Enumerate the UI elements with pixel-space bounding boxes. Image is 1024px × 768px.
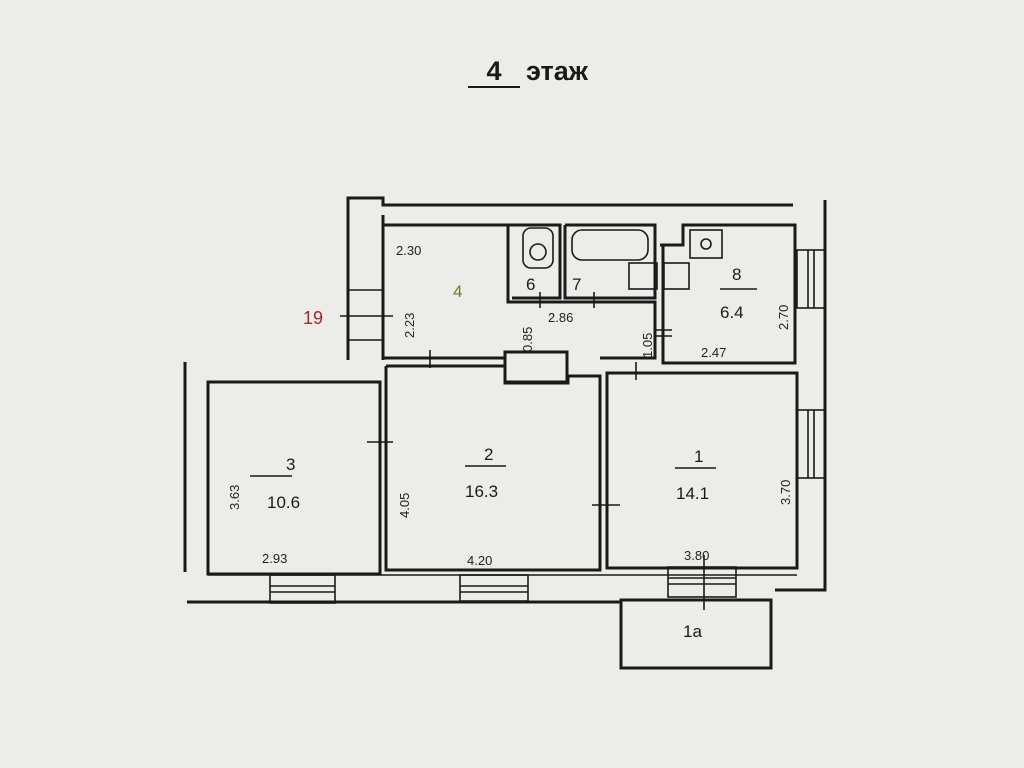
room-6 [508, 223, 562, 308]
room-8-width: 2.47 [701, 345, 726, 360]
room-1a-balcony [619, 598, 773, 670]
room-3-width: 2.93 [262, 551, 287, 566]
room-2 [384, 350, 602, 602]
stair-label: 19 [303, 308, 323, 328]
room-8-number: 8 [732, 265, 741, 284]
floor-word: этаж [526, 56, 588, 86]
floor-number: 4 [468, 56, 520, 88]
room-4-corridor-width: 0.85 [520, 327, 535, 352]
room-7 [563, 223, 658, 308]
room-2-width: 4.20 [467, 553, 492, 568]
room-3-number: 3 [286, 455, 295, 474]
room-8-area: 6.4 [720, 303, 744, 322]
room-4 [381, 223, 657, 384]
room-4-width: 2.30 [396, 243, 421, 258]
room-4-number: 4 [453, 282, 462, 301]
room-1-area: 14.1 [676, 484, 709, 503]
room-8-height: 2.70 [776, 305, 791, 330]
room-3-height: 3.63 [227, 485, 242, 510]
room-3-area: 10.6 [267, 493, 300, 512]
room-4-passage-width: 1.05 [640, 333, 655, 358]
room-1-width: 3.80 [684, 548, 709, 563]
room-1a-number: 1а [683, 622, 702, 641]
room-2-height: 4.05 [397, 493, 412, 518]
room-1-number: 1 [694, 447, 703, 466]
room-7-number: 7 [572, 275, 581, 294]
outer-walls [183, 196, 827, 604]
room-4-height: 2.23 [402, 313, 417, 338]
room-4-corridor-length: 2.86 [548, 310, 573, 325]
room-8 [655, 223, 826, 365]
room-3 [206, 380, 393, 604]
room-2-number: 2 [484, 445, 493, 464]
room-2-area: 16.3 [465, 482, 498, 501]
room-6-number: 6 [526, 275, 535, 294]
room-1 [592, 362, 826, 610]
room-1-height: 3.70 [778, 480, 793, 505]
